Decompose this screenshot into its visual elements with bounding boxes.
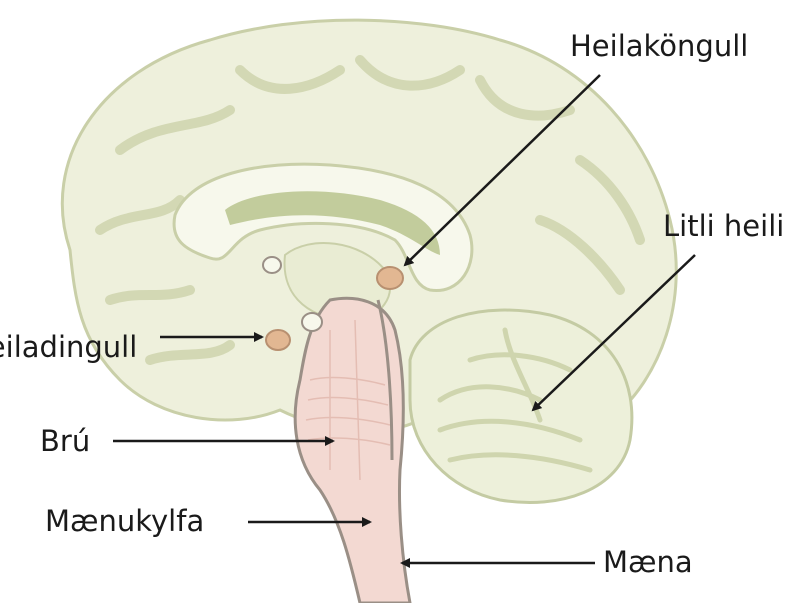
- pituitary-gland: [266, 330, 290, 350]
- label-pituitary: Heiladingull: [0, 333, 137, 362]
- label-spinal-cord: Mæna: [603, 548, 693, 577]
- label-medulla: Mænukylfa: [45, 507, 204, 536]
- label-pineal: Heilaköngull: [570, 32, 748, 61]
- mammillary-body: [302, 313, 322, 331]
- anterior-commissure: [263, 257, 281, 273]
- label-pons: Brú: [40, 427, 90, 456]
- pineal-gland: [377, 267, 403, 289]
- cerebellum: [410, 310, 632, 502]
- label-cerebellum: Litli heili: [663, 212, 784, 241]
